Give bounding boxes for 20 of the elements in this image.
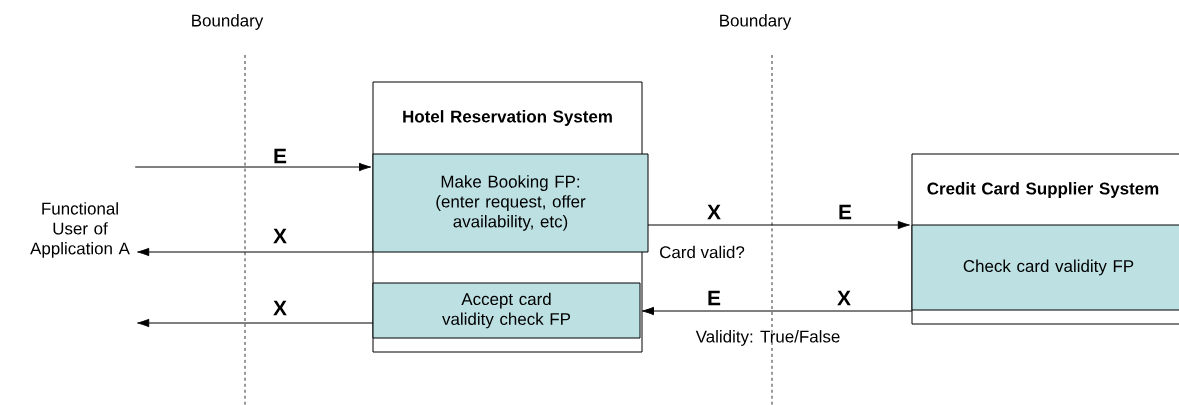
boundary-label: Boundary — [192, 14, 264, 30]
arrow — [137, 318, 374, 328]
function-box: Accept card validity check FP — [372, 282, 641, 339]
function-box: Check card validity FP — [911, 224, 1179, 311]
flow-letter: X — [273, 228, 287, 244]
flow-letter: X — [837, 290, 851, 306]
flow-letter: X — [707, 204, 721, 220]
arrow — [641, 306, 913, 316]
edge-label: Validity: True/False — [695, 330, 840, 346]
flow-letter: E — [839, 204, 852, 220]
arrow — [647, 220, 910, 230]
flow-letter: X — [273, 300, 287, 316]
flow-letter: E — [274, 148, 287, 164]
flow-letter: E — [708, 290, 721, 306]
function-box: Make Booking FP: (enter request, offer availability, etc) — [372, 153, 649, 253]
actor-label: Functional User of Application A — [30, 202, 130, 258]
arrow — [134, 162, 372, 172]
arrow — [137, 247, 374, 257]
edge-label: Card valid? — [660, 245, 745, 259]
boundary-label: Boundary — [720, 14, 792, 30]
